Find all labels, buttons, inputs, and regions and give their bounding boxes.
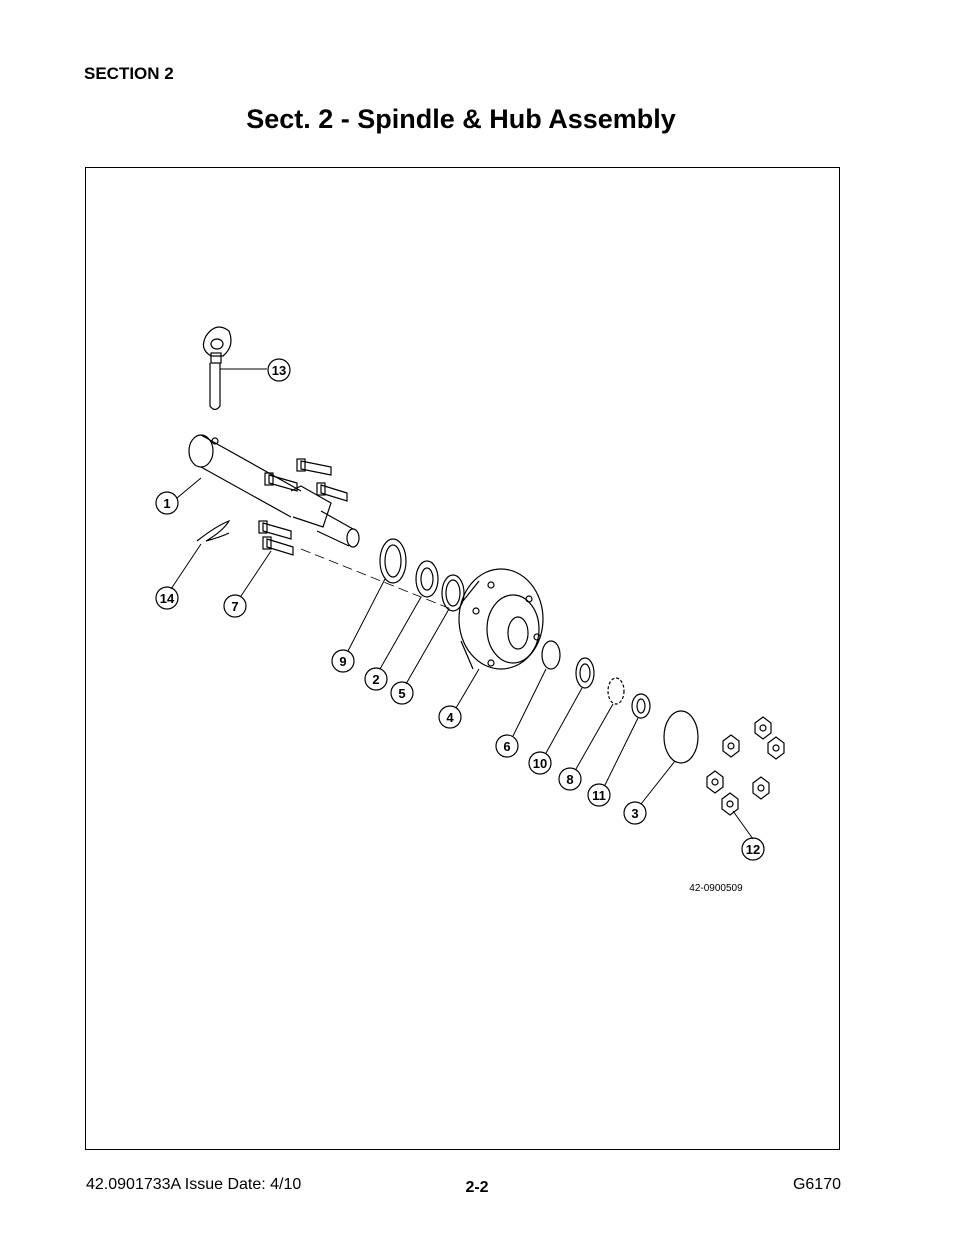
part-inner-cup <box>441 574 465 612</box>
part-tab-washer <box>607 677 625 705</box>
section-label: SECTION 2 <box>84 64 174 83</box>
callout-11: 11 <box>592 788 606 803</box>
part-dust-cap <box>663 710 699 764</box>
part-lug-nuts <box>706 716 785 816</box>
callout-13: 13 <box>272 363 286 378</box>
drawing-number: 42-0900509 <box>689 883 743 894</box>
callout-circles <box>155 358 765 861</box>
callout-14: 14 <box>160 591 175 606</box>
callout-leaders <box>170 368 754 840</box>
callout-9: 9 <box>339 654 346 669</box>
callout-1: 1 <box>163 496 170 511</box>
part-spindle <box>188 434 360 548</box>
parts-diagram: 13 1 14 7 9 2 5 4 6 10 8 11 3 12 42-0900… <box>85 167 840 1150</box>
callout-7: 7 <box>231 599 238 614</box>
part-outer-cup <box>541 640 561 670</box>
part-hairpin-clip <box>196 519 231 542</box>
callout-2: 2 <box>372 672 379 687</box>
callout-6: 6 <box>503 739 510 754</box>
callout-12: 12 <box>746 842 760 857</box>
callout-8: 8 <box>566 772 573 787</box>
part-seal <box>379 538 407 584</box>
part-hitch-pin <box>202 326 232 411</box>
callout-3: 3 <box>631 806 638 821</box>
callout-5: 5 <box>398 686 405 701</box>
footer-model: G6170 <box>792 1176 841 1193</box>
part-outer-bearing <box>575 657 595 689</box>
part-hub <box>458 568 544 670</box>
callout-4: 4 <box>446 710 454 725</box>
footer-doc-id: 42.0901733A Issue Date: 4/10 <box>86 1176 302 1193</box>
callout-10: 10 <box>533 756 547 771</box>
assembly-centerline <box>300 548 452 610</box>
part-spindle-nut <box>631 693 651 719</box>
part-inner-bearing <box>415 560 439 598</box>
part-bolts <box>258 458 348 556</box>
page-title: Sect. 2 - Spindle & Hub Assembly <box>246 104 676 134</box>
footer-page-number: 2-2 <box>465 1179 489 1196</box>
